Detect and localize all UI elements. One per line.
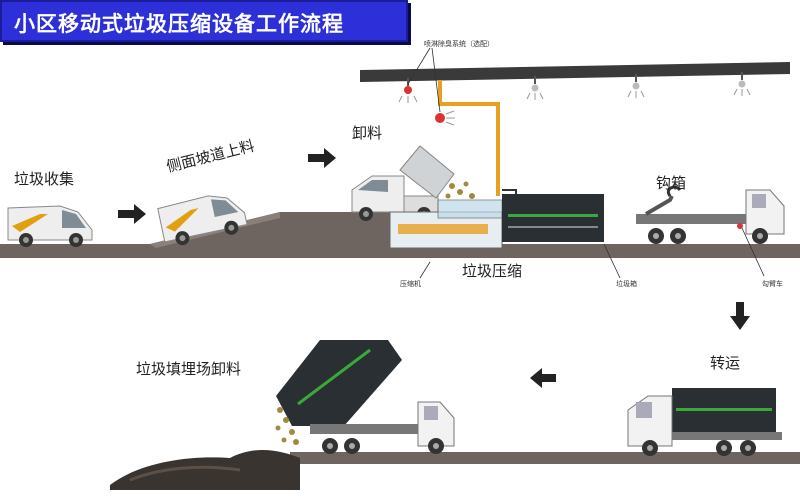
arrow-right-icon bbox=[118, 204, 146, 224]
page-title: 小区移动式垃圾压缩设备工作流程 bbox=[14, 12, 344, 36]
title-banner: 小区移动式垃圾压缩设备工作流程 bbox=[0, 0, 408, 42]
spray-nozzle-icon bbox=[627, 74, 645, 98]
compressor-label: 压缩机 bbox=[400, 279, 421, 288]
ramp-van bbox=[157, 195, 248, 246]
spray-system-label: 喷淋除臭系统（选配） bbox=[424, 39, 494, 48]
compression-container bbox=[502, 194, 604, 242]
container-label: 垃圾箱 bbox=[616, 279, 637, 288]
spray-pipe bbox=[438, 80, 500, 196]
spray-nozzle-icon bbox=[733, 72, 751, 96]
arrow-down-icon bbox=[730, 302, 750, 330]
arrow-left-icon bbox=[530, 368, 556, 388]
leader-lines bbox=[419, 227, 765, 279]
spray-head-icon bbox=[435, 113, 445, 123]
lower-ground bbox=[110, 450, 800, 490]
transfer-truck bbox=[627, 388, 782, 456]
spray-canopy bbox=[360, 47, 790, 196]
spray-nozzle-icon bbox=[398, 78, 418, 103]
step-collect-label: 垃圾收集 bbox=[14, 170, 74, 188]
arrow-right-icon bbox=[308, 148, 336, 168]
step-unload-label: 卸料 bbox=[352, 124, 382, 142]
hook-lift-truck bbox=[636, 185, 785, 244]
step-landfill-label: 垃圾填埋场卸料 bbox=[136, 360, 241, 378]
dumping-truck bbox=[275, 340, 455, 454]
hook-truck-label: 勾臂车 bbox=[762, 279, 783, 288]
compressor-pit bbox=[389, 189, 604, 249]
step-compress-label: 垃圾压缩 bbox=[462, 262, 522, 280]
step-ramp-label: 侧面坡道上料 bbox=[165, 137, 257, 176]
step-transfer-label: 转运 bbox=[710, 354, 740, 372]
step-hook-label: 钩箱 bbox=[656, 174, 686, 192]
collection-van bbox=[7, 205, 93, 247]
spray-nozzle-icon bbox=[526, 76, 544, 100]
